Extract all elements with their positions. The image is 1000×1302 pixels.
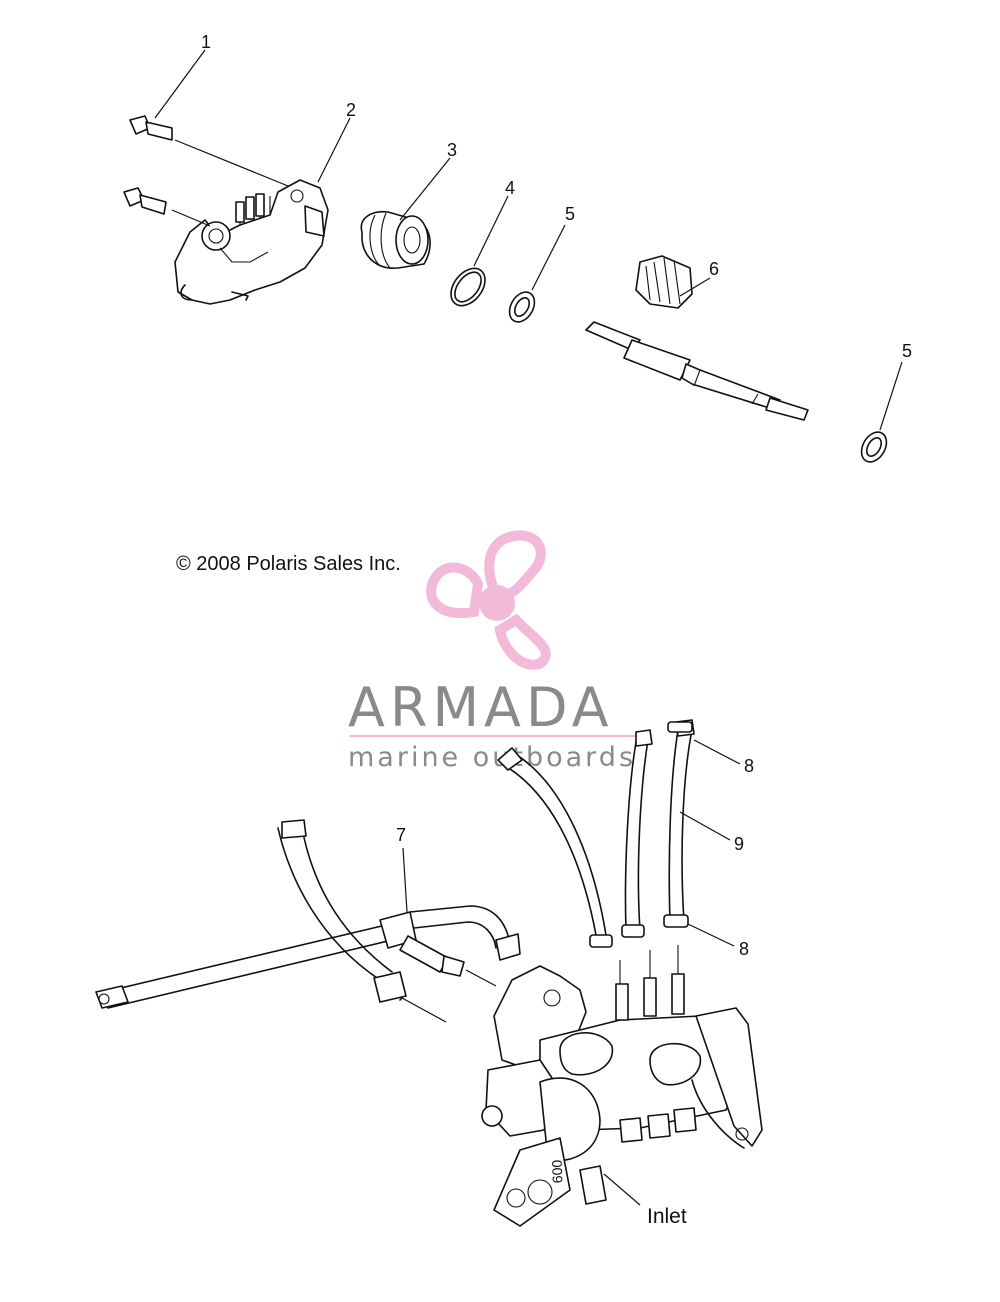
callout-8-clamp-top: 8 — [744, 756, 754, 776]
callout-5-washer-second: 5 — [902, 341, 912, 361]
watermark-brand: ARMADA — [348, 676, 614, 739]
inlet-label: Inlet — [647, 1205, 687, 1228]
bolt-part-1 — [123, 115, 173, 215]
sleeve-part-3 — [360, 210, 431, 269]
callout-2: 2 — [346, 100, 356, 120]
oil-pump-assembly: 009 — [481, 945, 763, 1227]
hose-clamps-part-8 — [589, 721, 693, 948]
t-fitting-part-7 — [95, 905, 521, 1009]
copyright-notice: © 2008 Polaris Sales Inc. — [176, 553, 401, 575]
leader-lines-top — [154, 49, 903, 431]
drive-shaft-part-6 — [585, 255, 809, 421]
callout-5-washer: 5 — [565, 204, 575, 224]
oil-pump-body-part-2 — [174, 179, 329, 305]
callout-9: 9 — [734, 834, 744, 854]
svg-text:009: 009 — [549, 1160, 566, 1184]
callout-3: 3 — [447, 140, 457, 160]
watermark-tagline: marine outboards — [348, 742, 636, 773]
callout-7: 7 — [396, 825, 406, 845]
armada-logo-icon — [426, 530, 551, 670]
callout-6: 6 — [709, 259, 719, 279]
washer-part-5 — [508, 291, 888, 463]
callout-4: 4 — [505, 178, 515, 198]
callout-8-clamp-bottom: 8 — [739, 939, 749, 959]
leader-lines-bottom — [401, 739, 741, 1206]
callout-1: 1 — [201, 32, 211, 52]
o-ring-part-4 — [450, 267, 486, 307]
